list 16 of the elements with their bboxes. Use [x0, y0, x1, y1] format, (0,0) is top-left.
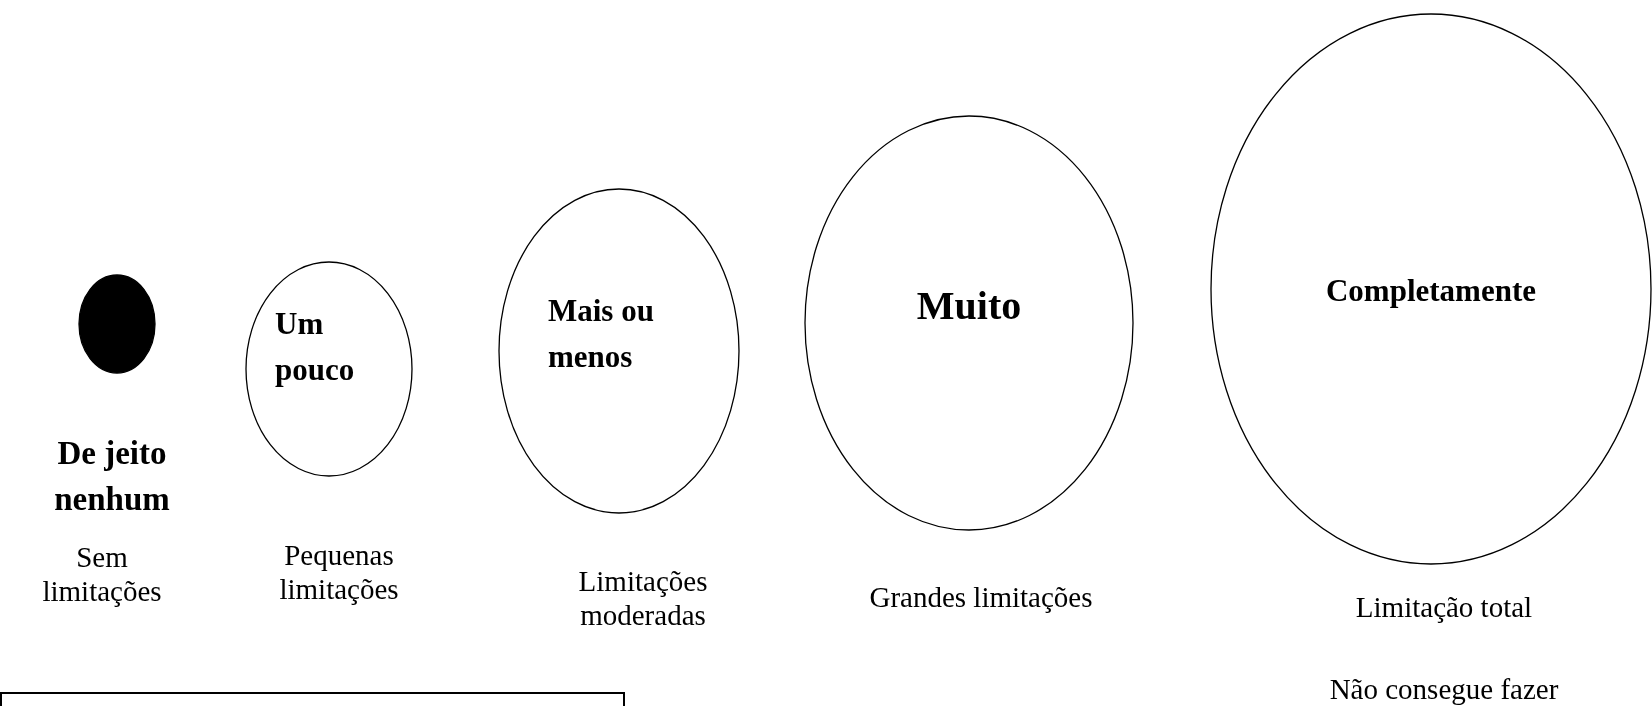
scale-circle [498, 188, 740, 514]
scale-circle [245, 261, 413, 477]
caption-text: Pequenas limitações [278, 538, 400, 606]
scale-circle [804, 115, 1134, 531]
filled-circle [78, 274, 156, 374]
caption-text: Não consegue fazer [1328, 672, 1560, 706]
scale-label: Muito [915, 283, 1023, 329]
scale-label: De jeito nenhum [53, 434, 171, 519]
scale-circle [1210, 13, 1652, 565]
caption-text: Limitações moderadas [577, 564, 709, 632]
scale-label: Mais ou menos [548, 292, 655, 376]
caption-text: Sem limitações [41, 540, 163, 608]
caption-text: Limitação total [1354, 590, 1534, 624]
scale-label: Um pouco [275, 305, 356, 389]
scale-label: Completamente [1324, 272, 1538, 310]
caption-text: Grandes limitações [868, 580, 1094, 614]
